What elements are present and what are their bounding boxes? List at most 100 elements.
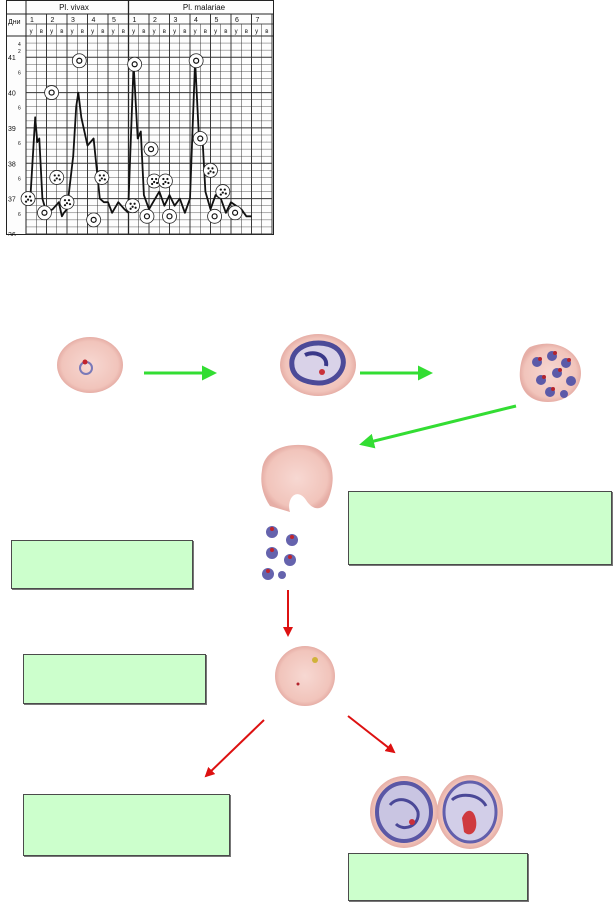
parasite-ring	[232, 209, 239, 216]
parasite-dot	[65, 202, 69, 205]
parasite-cell	[44, 85, 60, 100]
series-label-vivax: Pl. vivax	[59, 3, 89, 12]
trophozoite-cell	[280, 334, 356, 396]
y-tick-label: 36	[8, 232, 16, 236]
parasite-dot	[155, 177, 158, 181]
label-box-bottom-right	[348, 853, 528, 901]
parasite-dot	[207, 172, 210, 175]
parasite-dot	[221, 191, 224, 194]
parasite-dot	[98, 174, 101, 177]
temperature-series-line	[25, 91, 130, 218]
morning-label: у	[235, 29, 238, 35]
parasite-dot	[24, 195, 28, 198]
parasite-cell	[143, 141, 159, 157]
parasite-dot	[167, 181, 170, 185]
y-tick-label: 4	[18, 42, 21, 48]
parasite-dot	[129, 202, 132, 205]
parasite-dot	[102, 174, 105, 177]
parasite-dot	[129, 207, 132, 210]
parasite-cell	[37, 205, 52, 221]
parasite-ring	[41, 209, 48, 216]
morning-label: у	[153, 29, 156, 35]
parasite-ring	[143, 213, 151, 220]
y-tick-label: 6	[18, 212, 21, 218]
parasite-dot	[219, 193, 222, 196]
evening-label: в	[265, 29, 268, 35]
parasite-dot	[166, 177, 169, 181]
evening-label: в	[245, 29, 248, 35]
y-tick-label: 40	[8, 91, 16, 98]
day-label: 3	[71, 17, 75, 24]
evening-label: в	[40, 29, 43, 35]
label-box-left-upper	[11, 540, 193, 589]
evening-label: в	[183, 29, 186, 35]
parasite-cell	[188, 53, 204, 69]
parasite-dot	[58, 178, 61, 181]
parasite-dot	[133, 202, 136, 205]
merozoites	[262, 526, 298, 580]
day-label: 4	[92, 17, 96, 24]
y-tick-label: 37	[8, 197, 16, 204]
evening-label: в	[81, 29, 84, 35]
parasite-dot	[162, 182, 165, 186]
morning-label: у	[214, 29, 217, 35]
temperature-series-line	[127, 59, 252, 218]
parasite-dot	[153, 180, 156, 184]
young-gametocyte-cell	[275, 646, 335, 706]
evening-label: в	[101, 29, 104, 35]
parasite-dot	[26, 198, 30, 201]
arrow-gametocyte-left	[204, 719, 265, 778]
parasite-dot	[67, 199, 71, 202]
parasite-dot	[53, 174, 56, 177]
parasite-ring	[166, 213, 173, 220]
morning-label: у	[71, 29, 74, 35]
parasite-cell	[162, 208, 177, 224]
evening-label: в	[122, 29, 125, 35]
parasite-ring	[131, 61, 138, 68]
parasite-dot	[63, 204, 67, 207]
parasite-dot	[211, 167, 214, 170]
arrow-gametocyte-right	[347, 715, 396, 754]
morning-label: у	[132, 29, 135, 35]
parasite-dot	[207, 167, 210, 170]
parasite-dot	[151, 182, 154, 186]
parasite-dot	[164, 180, 167, 184]
parasite-ring	[211, 213, 218, 220]
parasite-cell	[127, 56, 143, 72]
parasite-cell	[71, 53, 87, 69]
evening-label: в	[204, 29, 207, 35]
parasite-dot	[162, 177, 165, 181]
morning-label: у	[255, 29, 258, 35]
parasite-dot	[100, 177, 103, 180]
ring-stage-cell	[57, 337, 123, 393]
day-label: 7	[256, 17, 260, 24]
parasite-dot	[103, 178, 106, 181]
parasite-dot	[68, 203, 72, 206]
morning-label: у	[173, 29, 176, 35]
parasite-dot	[219, 188, 222, 191]
day-label: 3	[174, 17, 178, 24]
parasite-ring	[147, 146, 155, 153]
morning-label: у	[194, 29, 197, 35]
parasite-dot	[57, 174, 60, 177]
morning-label: у	[30, 29, 33, 35]
y-tick-label: 38	[8, 161, 16, 168]
parasite-dot	[134, 206, 137, 209]
parasite-dot	[29, 199, 33, 202]
morning-label: у	[50, 29, 53, 35]
label-box-left-middle	[23, 654, 206, 704]
y-tick-label: 6	[18, 106, 21, 112]
evening-label: в	[163, 29, 166, 35]
y-tick-label: 39	[8, 126, 16, 133]
evening-label: в	[60, 29, 63, 35]
parasite-dot	[151, 177, 154, 181]
parasite-cell	[227, 205, 243, 221]
series-label-malariae: Pl. malariae	[183, 3, 226, 12]
parasite-dot	[212, 171, 215, 174]
y-tick-label: 6	[18, 176, 21, 182]
day-label: 2	[51, 17, 55, 24]
parasite-dot	[156, 181, 159, 185]
